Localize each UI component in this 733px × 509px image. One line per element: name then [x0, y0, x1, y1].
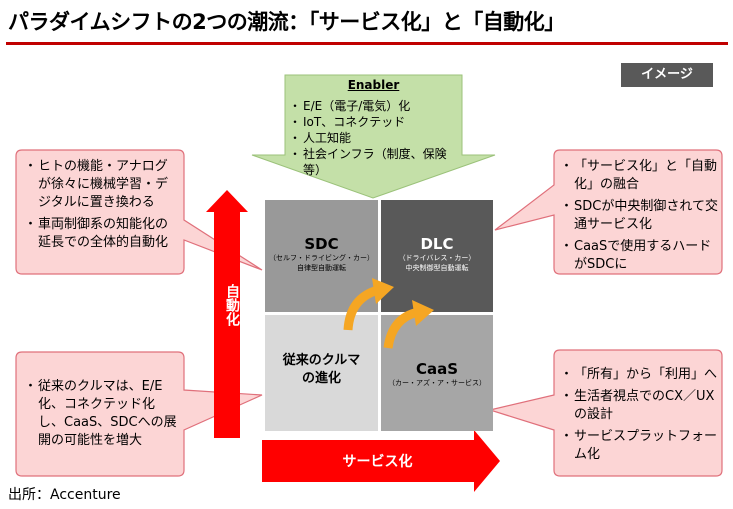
enabler-item: E/E（電子/電気）化 [289, 98, 462, 114]
page-title: パラダイムシフトの2つの潮流：「サービス化」と「自動化」 [8, 10, 565, 34]
quadrant-sdc [265, 200, 378, 312]
quadrant-dlc [381, 200, 493, 312]
dlc-subtitle-2: 中央制御型自動運転 [405, 264, 469, 272]
enabler-item: IoT、コネクテッド [289, 114, 462, 130]
caas-title: CaaS [415, 360, 459, 378]
automation-axis-arrow [206, 190, 248, 438]
quadrant-legacy-label: 従来のクルマ の進化 [265, 352, 378, 388]
orange-arrow-right [383, 307, 420, 349]
orange-arrow-left-head [372, 278, 394, 304]
quadrant-legacy [265, 315, 378, 431]
callout-item: ヒトの機能・アナログが徐々に機械学習・デジタルに置き換わる [24, 158, 180, 212]
callout-item: CaaSで使用するハードがSDCに [560, 238, 718, 274]
sdc-subtitle: （セルフ・ドライビング・カー） [269, 254, 374, 262]
callout-top-left: ヒトの機能・アナログが徐々に機械学習・デジタルに置き換わる 車両制御系の知能化の… [24, 158, 180, 256]
callout-item: 車両制御系の知能化の延長での全体的自動化 [24, 216, 180, 252]
sdc-subtitle-2: 自律型自動運転 [297, 264, 346, 272]
dlc-subtitle: （ドライバレス・カー） [398, 254, 476, 262]
callout-item: 生活者視点でのCX／UXの設計 [560, 388, 718, 424]
callout-item: 従来のクルマは、E/E化、コネクテッド化し、CaaS、SDCへの展開の可能性を増… [24, 378, 180, 450]
orange-arrow-left [343, 285, 380, 331]
dlc-title: DLC [420, 235, 454, 253]
automation-axis-label: 自動化 [224, 284, 240, 326]
enabler-heading: Enabler [347, 78, 400, 92]
callout-item: 「所有」から「利用」へ [560, 366, 718, 384]
quadrant-caas-label: CaaS （カー・アズ・ア・サービス） [381, 360, 493, 388]
callout-item: 「サービス化」と「自動化」の融合 [560, 158, 718, 194]
quadrant-caas [381, 315, 493, 431]
service-axis-arrow [262, 430, 500, 492]
enabler-box: Enabler E/E（電子/電気）化 IoT、コネクテッド 人工知能 社会イン… [285, 78, 462, 178]
callout-item: サービスプラットフォーム化 [560, 428, 718, 464]
callout-item: SDCが中央制御されて交通サービス化 [560, 198, 718, 234]
quadrant-sdc-label: SDC （セルフ・ドライビング・カー） 自律型自動運転 [265, 235, 378, 273]
enabler-item: 社会インフラ（制度、保険等） [289, 146, 462, 178]
sdc-title: SDC [304, 235, 339, 253]
title-underline [6, 42, 728, 45]
service-axis-label: サービス化 [342, 454, 413, 470]
quadrant-dlc-label: DLC （ドライバレス・カー） 中央制御型自動運転 [381, 235, 493, 273]
enabler-item: 人工知能 [289, 130, 462, 146]
callout-bottom-right: 「所有」から「利用」へ 生活者視点でのCX／UXの設計 サービスプラットフォーム… [560, 366, 718, 468]
callout-bottom-left: 従来のクルマは、E/E化、コネクテッド化し、CaaS、SDCへの展開の可能性を増… [24, 378, 180, 454]
caas-subtitle: （カー・アズ・ア・サービス） [388, 379, 486, 387]
image-tag-badge: イメージ [621, 63, 713, 87]
legacy-title-2: の進化 [301, 371, 341, 386]
source-credit: 出所：Accenture [8, 487, 121, 503]
legacy-title: 従来のクルマ [282, 353, 361, 368]
callout-top-right: 「サービス化」と「自動化」の融合 SDCが中央制御されて交通サービス化 CaaS… [560, 158, 718, 278]
orange-arrow-right-head [412, 300, 434, 326]
